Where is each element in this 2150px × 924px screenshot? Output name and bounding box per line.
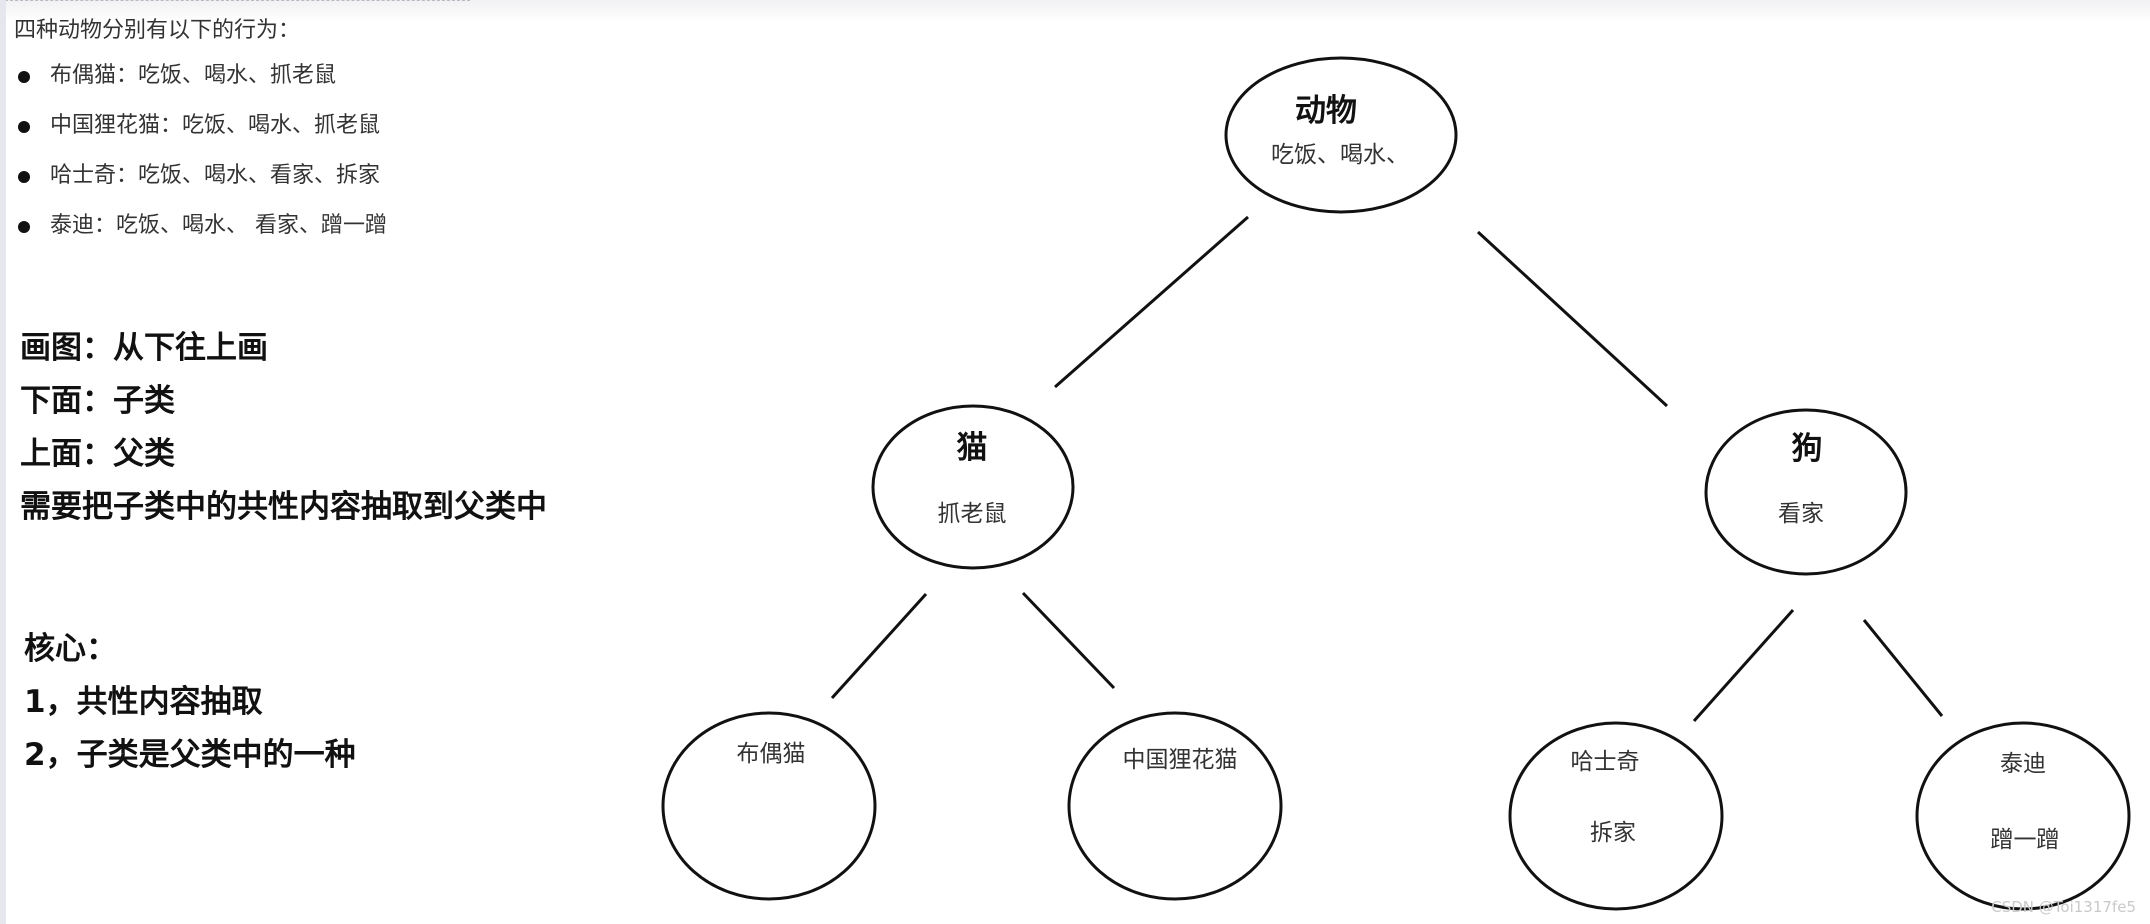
top-strip [0,0,2150,22]
behavior-item-teddy: 泰迪：吃饭、喝水、 看家、蹭一蹭 [14,208,387,258]
behavior-item-ragdoll: 布偶猫：吃饭、喝水、抓老鼠 [14,58,387,108]
behavior-item-lihua: 中国狸花猫：吃饭、喝水、抓老鼠 [14,108,387,158]
note-draw-order: 画图：从下往上画 [20,330,268,366]
edge-root-cat [1054,215,1249,389]
node-ragdoll-ellipse [661,711,877,901]
node-dog-title: 狗 [1792,431,1823,467]
node-lihua-ellipse [1067,711,1283,901]
behavior-item-husky: 哈士奇：吃饭、喝水、看家、拆家 [14,158,387,208]
node-root-text: 吃饭、喝水、 [1271,142,1409,168]
edge-dog-husky [1692,609,1795,722]
node-root-ellipse [1224,56,1458,214]
node-lihua-title: 中国狸花猫 [1123,747,1238,773]
drawing-notes: 画图：从下往上画 下面：子类 上面：父类 需要把子类中的共性内容抽取到父类中 [20,322,547,534]
edge-dog-teddy [1862,619,1944,717]
note-extract: 需要把子类中的共性内容抽取到父类中 [20,489,547,525]
core-point-1: 1，共性内容抽取 [24,684,263,720]
watermark-text: CSDN @Toi1317fe5 [1991,898,2136,916]
core-title: 核心： [24,631,117,667]
core-section: 核心： 1，共性内容抽取 2，子类是父类中的一种 [24,623,356,782]
node-cat-title: 猫 [957,430,988,466]
node-cat-text: 抓老鼠 [938,501,1007,527]
edge-cat-ragdoll [830,592,928,700]
node-dog-text: 看家 [1778,501,1824,527]
node-root-title: 动物 [1295,93,1357,129]
edge-cat-lihua [1021,591,1116,690]
core-point-2: 2，子类是父类中的一种 [24,737,356,773]
node-husky-ellipse [1508,721,1724,911]
node-teddy-ellipse [1915,721,2131,911]
edge-root-dog [1476,230,1669,408]
top-divider [0,0,470,1]
behavior-list: 布偶猫：吃饭、喝水、抓老鼠 中国狸花猫：吃饭、喝水、抓老鼠 哈士奇：吃饭、喝水、… [14,58,387,258]
note-subclass: 下面：子类 [20,383,175,419]
node-husky-title: 哈士奇 [1571,749,1640,775]
node-ragdoll-title: 布偶猫 [737,741,806,767]
left-edge-bar [0,0,6,924]
note-superclass: 上面：父类 [20,436,175,472]
node-cat-ellipse [871,404,1075,570]
node-husky-text: 拆家 [1590,820,1636,846]
node-teddy-title: 泰迪 [2000,751,2046,777]
node-teddy-text: 蹭一蹭 [1991,827,2060,853]
node-dog-ellipse [1704,408,1908,576]
intro-text: 四种动物分别有以下的行为： [14,18,301,43]
